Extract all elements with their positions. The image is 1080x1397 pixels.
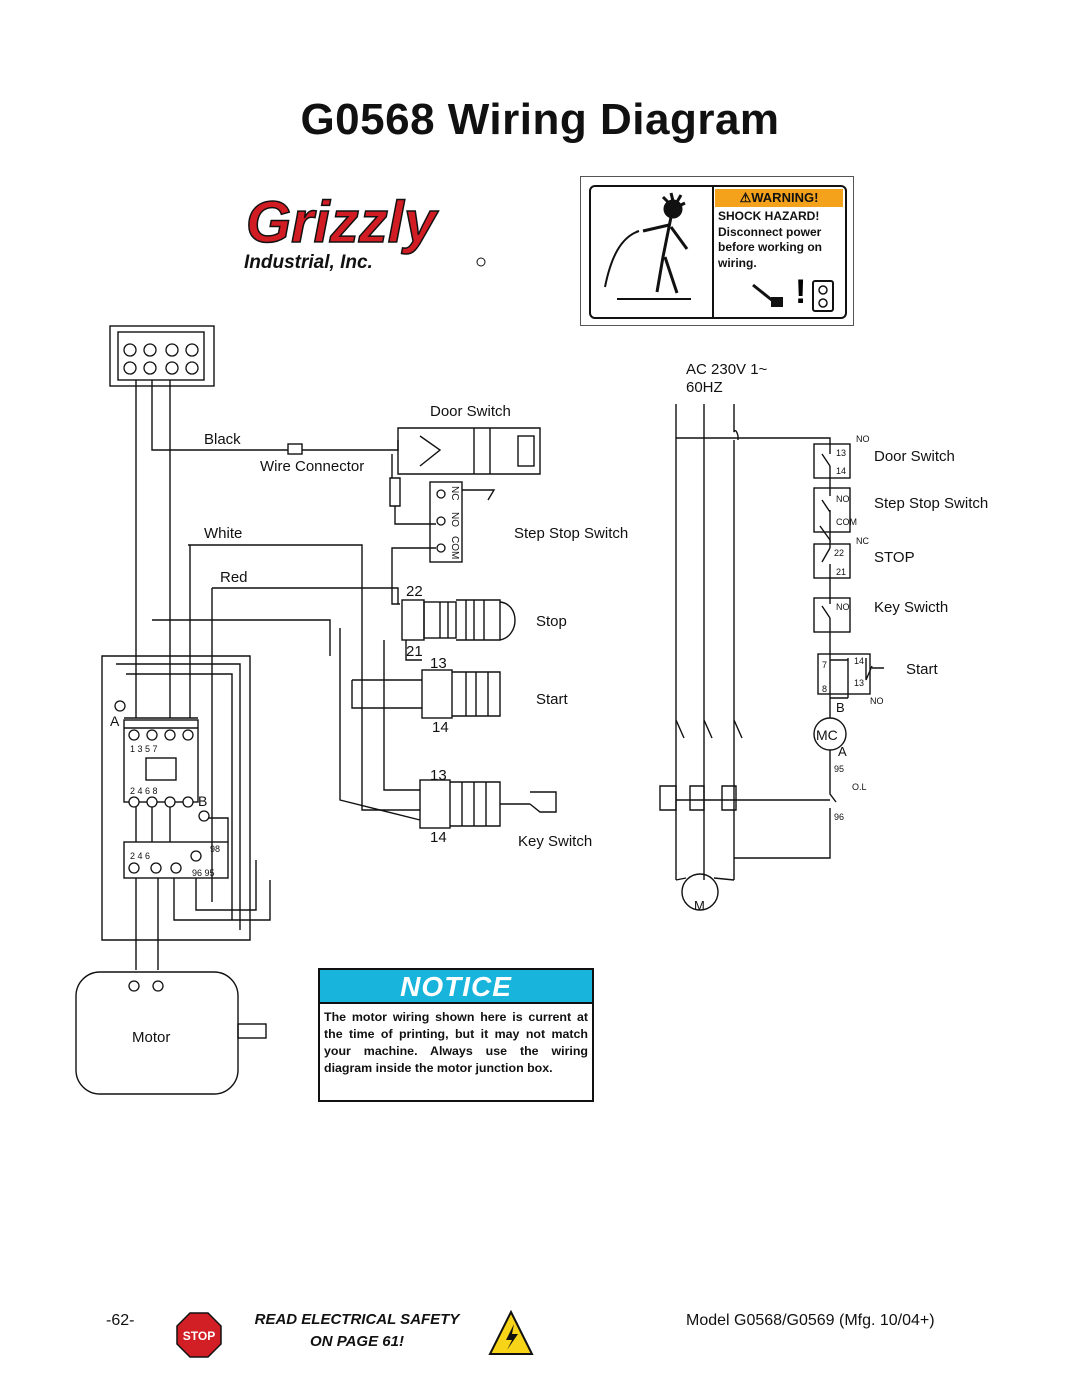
label-14b: 14 (430, 829, 447, 846)
sch-nc: NC (856, 536, 869, 546)
electrocution-figure-icon (604, 192, 691, 300)
label-red: Red (220, 569, 248, 586)
label-black: Black (204, 431, 241, 448)
sch-m: M (694, 898, 705, 913)
sch-t95: 95 (834, 764, 844, 774)
sch-no-3: NO (836, 602, 850, 612)
warning-header: ⚠WARNING! (715, 189, 843, 207)
sch-t14: 14 (836, 466, 846, 476)
sch-com: COM (836, 517, 857, 527)
step-stop-switch-body (429, 481, 463, 563)
sch-t22: 22 (834, 548, 844, 558)
page-title: G0568 Wiring Diagram (300, 95, 780, 144)
sch-t8: 8 (822, 684, 827, 694)
label-contactor-a: A (110, 713, 120, 729)
sch-t7: 7 (822, 660, 827, 670)
plug-outlet-icon: ! (752, 275, 834, 312)
shock-hazard-label: ⚠WARNING! SHOCK HAZARD! Disconnect power… (580, 176, 854, 326)
label-frequency: 60HZ (686, 379, 723, 396)
power-terminal-block (109, 325, 215, 387)
label-supply: AC 230V 1~ (686, 361, 768, 378)
model-info: Model G0568/G0569 (Mfg. 10/04+) (686, 1312, 935, 1329)
stop-sign-text: STOP (183, 1329, 215, 1343)
label-nc: NC (449, 486, 460, 500)
sch-t14b: 14 (854, 656, 864, 666)
electrical-safety-note: READ ELECTRICAL SAFETY ON PAGE 61! (254, 1311, 460, 1350)
notice-header: NOTICE (320, 970, 592, 1004)
sch-step-stop-switch: Step Stop Switch (874, 495, 988, 512)
sch-a: A (838, 744, 847, 759)
label-step-stop-switch: Step Stop Switch (514, 525, 628, 542)
sch-key-switch: Key Swicth (874, 599, 948, 616)
stop-sign-icon: STOP (176, 1312, 222, 1358)
label-bot-terms: 2 4 6 8 (130, 786, 158, 796)
logo-subtitle: Industrial, Inc. (244, 252, 373, 273)
label-top-terms: 1 3 5 7 (130, 744, 158, 754)
label-wire-connector: Wire Connector (260, 458, 364, 475)
sch-no-1: NO (856, 434, 870, 444)
label-com: COM (449, 536, 460, 559)
grizzly-logo: Grizzly Industrial, Inc. (238, 189, 490, 280)
label-ol-9695: 96 95 (192, 868, 215, 878)
sch-ol: O.L (852, 782, 867, 792)
label-13b: 13 (430, 767, 447, 784)
label-ol-98: 98 (210, 844, 220, 854)
magnetic-contactor (123, 719, 199, 803)
sch-t13b: 13 (854, 678, 864, 688)
logo-brand: Grizzly (246, 190, 439, 255)
overload-relay (123, 841, 229, 879)
terminal-screws (114, 343, 446, 992)
sch-stop: STOP (874, 549, 915, 566)
sch-t96: 96 (834, 812, 844, 822)
label-door-switch: Door Switch (430, 403, 511, 420)
label-no: NO (449, 512, 460, 527)
sch-door-switch: Door Switch (874, 448, 955, 465)
label-contactor-b: B (198, 793, 207, 809)
label-14a: 14 (432, 719, 449, 736)
label-stop: Stop (536, 613, 567, 630)
notice-body: The motor wiring shown here is current a… (324, 1010, 588, 1075)
sch-t21: 21 (836, 567, 846, 577)
label-white: White (204, 525, 242, 542)
warning-text: SHOCK HAZARD! Disconnect power before wo… (718, 209, 823, 270)
label-key-switch: Key Switch (518, 833, 592, 850)
door-switch-body (397, 427, 541, 475)
sch-no-2: NO (836, 494, 850, 504)
label-22: 22 (406, 583, 423, 600)
label-ol-terms: 2 4 6 (130, 851, 150, 861)
page-number: -62- (106, 1312, 135, 1329)
label-21: 21 (406, 643, 423, 660)
schematic-motor (681, 873, 719, 911)
label-13a: 13 (430, 655, 447, 672)
svg-text:!: ! (795, 275, 806, 311)
label-motor: Motor (132, 1029, 170, 1046)
electrical-hazard-icon (488, 1310, 534, 1355)
sch-start: Start (906, 661, 939, 678)
label-start: Start (536, 691, 569, 708)
sch-mc: MC (816, 727, 838, 743)
warning-triangle-icon: ⚠ (739, 190, 752, 205)
notice-box: NOTICE The motor wiring shown here is cu… (318, 968, 594, 1102)
sch-t13: 13 (836, 448, 846, 458)
sch-no-4: NO (870, 696, 884, 706)
sch-b: B (836, 700, 845, 715)
